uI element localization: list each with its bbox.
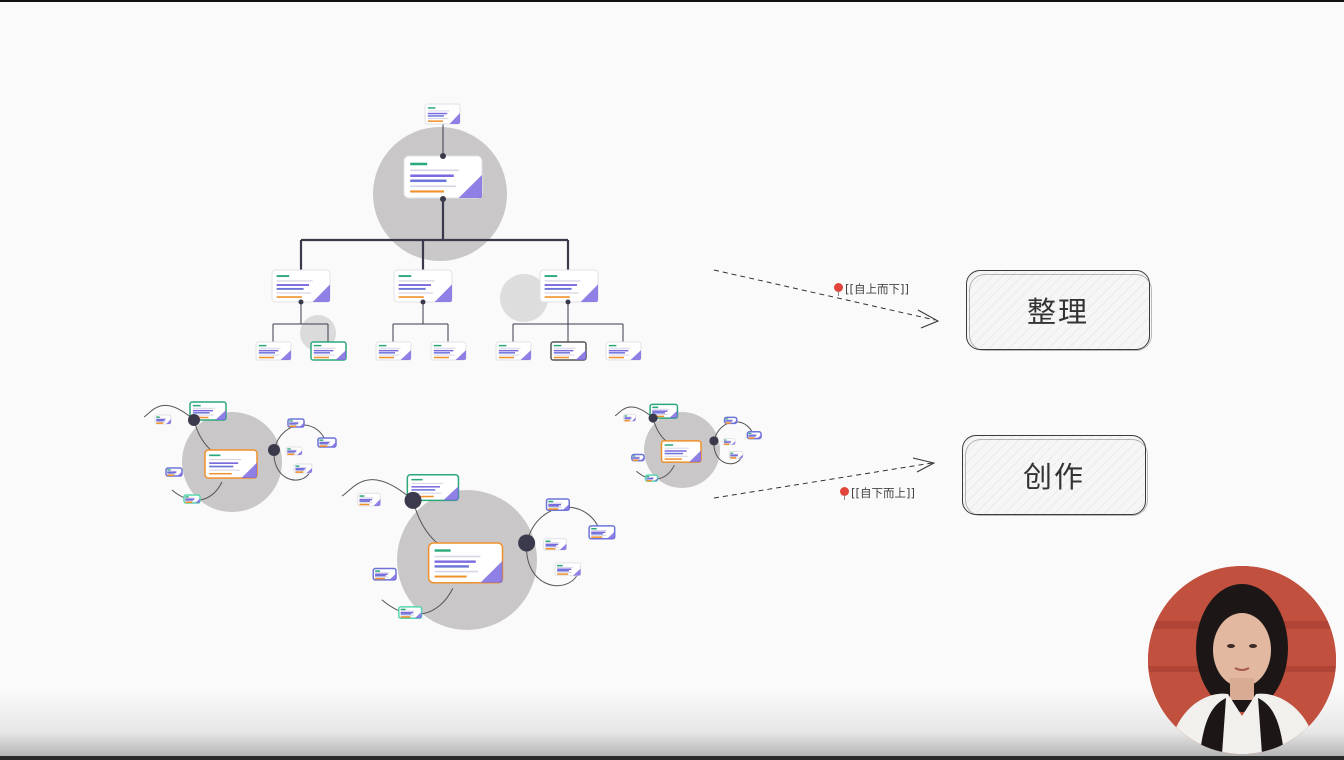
top-down-arrow xyxy=(713,269,936,321)
node-dot xyxy=(268,444,280,456)
bottom-up-link[interactable]: [[自下而上]] xyxy=(840,485,915,501)
create-box: 创作 xyxy=(962,435,1148,516)
cluster-card xyxy=(189,401,227,421)
branch-card xyxy=(539,269,599,303)
cluster-card xyxy=(293,463,313,474)
cluster-card xyxy=(622,413,637,422)
node-dot xyxy=(440,153,446,159)
arrow-icon xyxy=(912,457,936,473)
note-card xyxy=(430,341,467,361)
cluster-card xyxy=(644,474,659,482)
top-border xyxy=(0,0,1344,2)
cluster-card xyxy=(746,431,762,440)
cluster-card xyxy=(554,562,582,577)
cluster-center-card xyxy=(427,542,504,584)
cluster-card xyxy=(398,606,423,619)
cluster-card xyxy=(631,453,645,462)
branch-card xyxy=(393,269,453,303)
arrows xyxy=(713,269,940,499)
face xyxy=(1213,613,1271,687)
cluster-card xyxy=(649,403,679,419)
cluster-card xyxy=(357,492,381,507)
branch-card xyxy=(271,269,331,303)
node-dot xyxy=(518,534,536,552)
neck xyxy=(1230,678,1254,700)
cluster-card xyxy=(406,474,460,502)
cluster-card xyxy=(154,414,172,425)
cluster-card xyxy=(317,437,337,448)
node-dot xyxy=(298,299,304,305)
note-cluster xyxy=(341,474,616,630)
note-card xyxy=(550,341,587,361)
note-card xyxy=(310,341,347,361)
note-card xyxy=(605,341,642,361)
cluster-card xyxy=(722,438,736,446)
cluster-card xyxy=(545,498,570,512)
bottom-shadow xyxy=(0,690,1344,760)
organize-label: 整理 xyxy=(1026,295,1089,329)
cluster-circle xyxy=(500,274,548,322)
organize-box: 整理 xyxy=(966,270,1152,351)
cluster-card xyxy=(285,446,303,456)
node-dot xyxy=(565,299,571,305)
pin-icon xyxy=(834,282,843,296)
note-cluster xyxy=(614,403,762,488)
note-card xyxy=(255,341,292,361)
node-dot xyxy=(648,413,658,423)
top-down-link[interactable]: [[自上而下]] xyxy=(834,281,909,297)
cluster-card xyxy=(543,538,567,551)
root-parent-card xyxy=(424,103,461,125)
network-clusters xyxy=(143,401,762,630)
bottom-strip xyxy=(0,756,1344,760)
pin-icon xyxy=(840,486,849,500)
top-down-link-text[interactable]: [[自上而下]] xyxy=(845,282,909,296)
hierarchy-tree xyxy=(255,103,642,361)
cluster-card xyxy=(723,416,738,425)
cluster-center-card xyxy=(204,449,258,479)
note-cluster xyxy=(143,401,337,512)
node-dot xyxy=(420,299,426,305)
cluster-card xyxy=(287,418,305,428)
create-label: 创作 xyxy=(1022,460,1085,494)
node-dot xyxy=(404,491,422,509)
bottom-up-arrow xyxy=(713,462,933,499)
node-dot xyxy=(440,196,446,202)
cluster-card xyxy=(183,494,201,504)
cluster-card xyxy=(728,451,744,459)
node-dot xyxy=(188,414,200,426)
bottom-up-link-text[interactable]: [[自下而上]] xyxy=(851,486,915,500)
cluster-card xyxy=(372,567,397,581)
arrow-icon xyxy=(917,309,940,329)
cluster-card xyxy=(588,525,616,540)
presenter-webcam xyxy=(1148,566,1336,754)
node-dot xyxy=(709,436,719,446)
cluster-center-card xyxy=(660,440,702,463)
note-card xyxy=(495,341,532,361)
cluster-card xyxy=(165,467,183,477)
root-card xyxy=(403,155,483,199)
note-card xyxy=(375,341,412,361)
